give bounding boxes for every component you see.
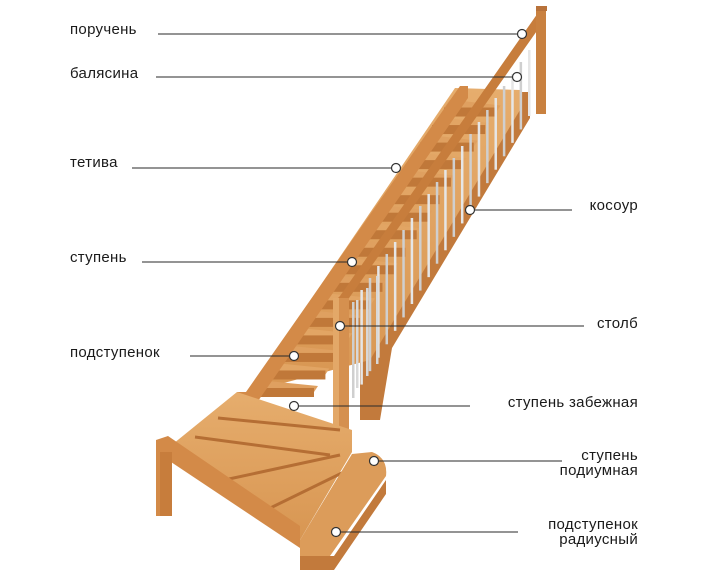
baluster xyxy=(528,50,531,116)
marker-dot xyxy=(516,28,528,40)
label-podium-step-line1: ступень xyxy=(581,447,638,464)
baluster xyxy=(360,290,363,385)
label-handrail: поручень xyxy=(70,21,137,38)
radius-riser xyxy=(300,480,386,570)
marker-dot xyxy=(288,350,300,362)
label-radius-riser-line1: подступенок xyxy=(548,516,638,533)
marker-dot xyxy=(511,71,523,83)
winder-step-2 xyxy=(194,435,331,457)
baluster xyxy=(368,278,372,372)
marker-dot xyxy=(330,526,342,538)
winder-step-3 xyxy=(214,453,341,484)
baluster xyxy=(435,182,439,264)
baluster xyxy=(385,254,389,345)
balusters-group xyxy=(352,50,531,398)
step-riser xyxy=(300,317,360,327)
baluster xyxy=(366,288,369,376)
podium-step xyxy=(300,452,387,556)
marker-dot xyxy=(368,455,380,467)
marker-dot xyxy=(390,162,402,174)
baluster xyxy=(469,134,472,210)
baluster xyxy=(444,170,447,251)
step-riser xyxy=(288,335,349,345)
marker-dot xyxy=(346,256,358,268)
label-radius-riser-line2: радиусный xyxy=(559,531,638,548)
baluster xyxy=(502,86,506,157)
winder-stringer xyxy=(156,436,300,548)
label-winder-step: ступень забежная xyxy=(507,394,638,411)
baluster xyxy=(419,206,422,291)
baluster xyxy=(511,74,514,143)
baluster xyxy=(410,218,414,304)
winder-platform xyxy=(168,392,352,540)
tetiva-stringer xyxy=(237,86,468,404)
baluster xyxy=(356,300,359,388)
label-podium-step-line2: подиумная xyxy=(559,462,638,479)
baluster xyxy=(460,146,464,224)
handrail xyxy=(336,10,546,308)
baluster xyxy=(477,122,481,197)
marker-dot xyxy=(288,400,300,412)
label-baluster: балясина xyxy=(70,65,139,82)
winder-step-1 xyxy=(217,416,341,432)
step-riser xyxy=(252,388,314,397)
marker-dot xyxy=(464,204,476,216)
step-riser xyxy=(276,352,337,362)
baluster xyxy=(427,194,430,278)
baluster xyxy=(519,62,523,130)
label-stringer: тетива xyxy=(70,154,118,171)
label-post: столб xyxy=(596,315,638,332)
label-kosour: косоур xyxy=(589,197,638,214)
label-radius-riser: подступенок радиусный xyxy=(548,517,638,547)
baluster xyxy=(486,110,489,184)
baluster xyxy=(393,242,397,331)
top-post xyxy=(536,8,546,114)
step-riser xyxy=(264,370,326,380)
label-riser: подступенок xyxy=(70,344,160,361)
baluster xyxy=(452,158,456,237)
baluster xyxy=(352,302,355,398)
label-podium-step: ступень подиумная xyxy=(560,448,638,478)
baluster xyxy=(376,276,379,364)
label-step: ступень xyxy=(70,249,127,266)
baluster xyxy=(494,98,497,170)
marker-dot xyxy=(334,320,346,332)
winder-step-4 xyxy=(257,468,349,516)
baluster xyxy=(402,230,405,318)
